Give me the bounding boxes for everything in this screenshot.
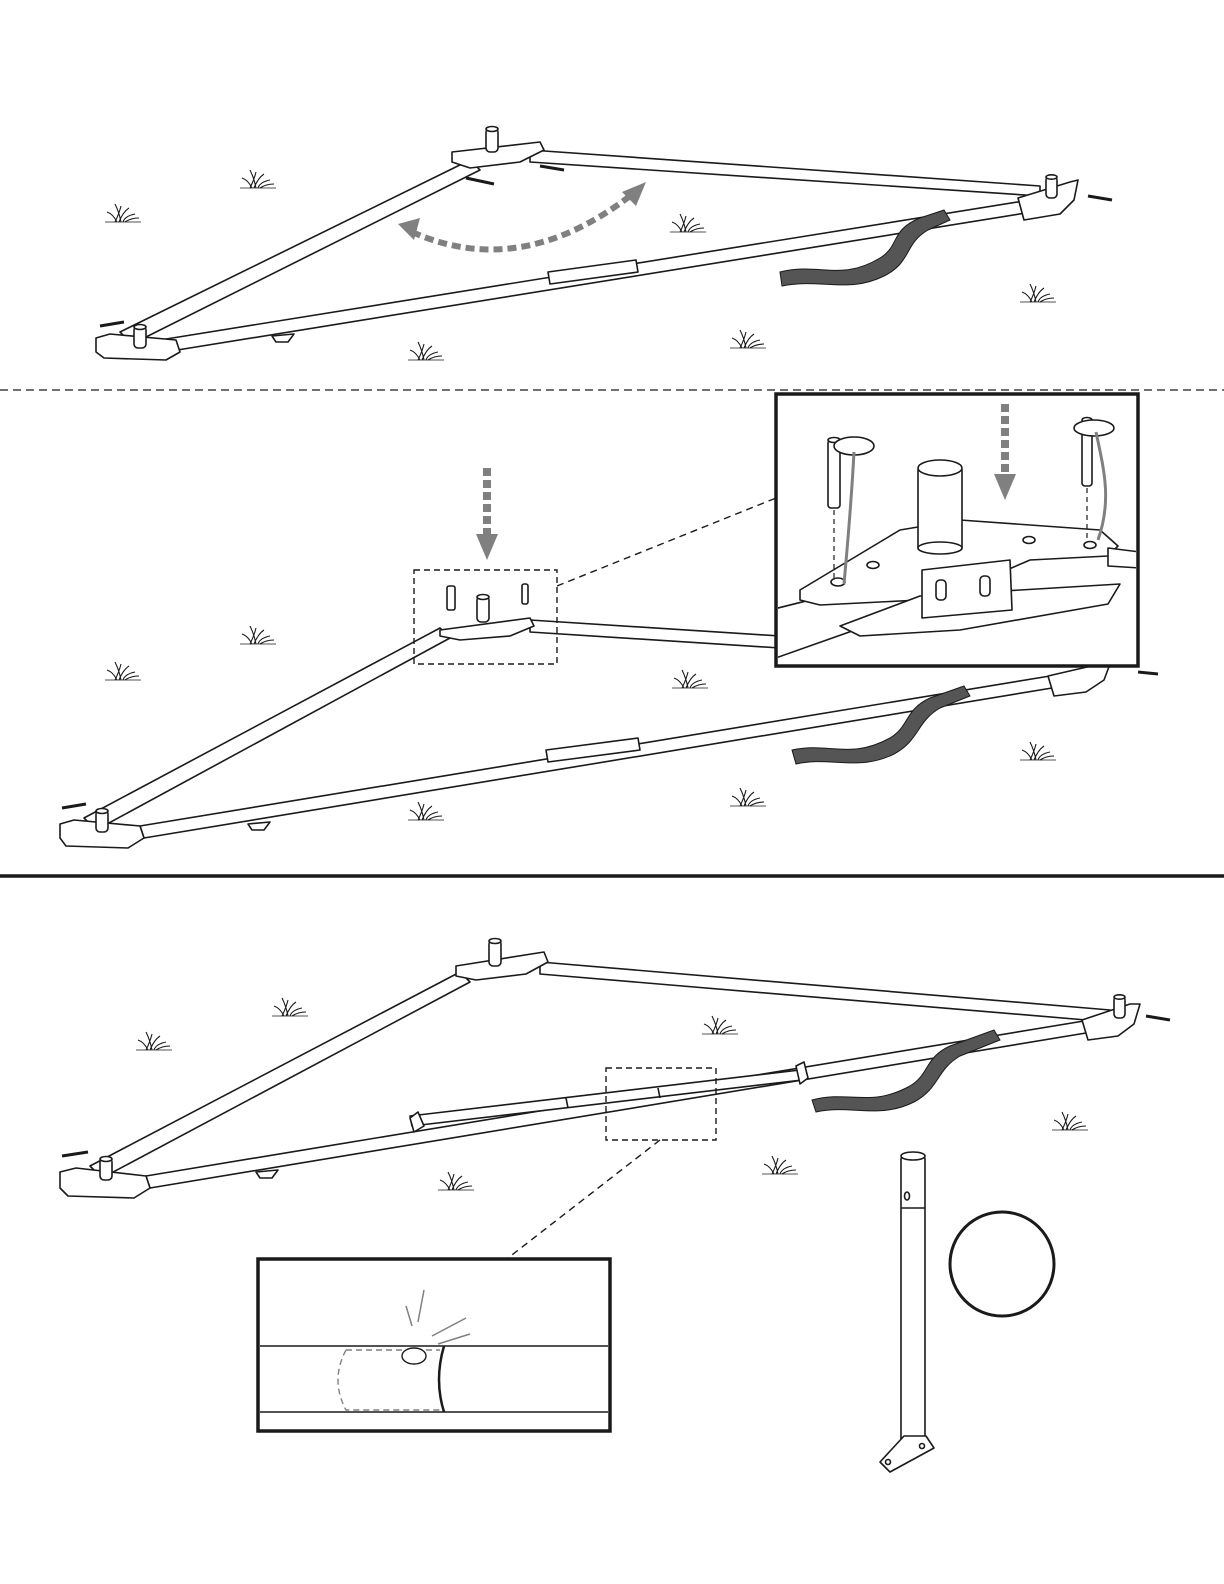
grass-tuft-icon xyxy=(670,214,706,232)
grass-tuft-icon xyxy=(672,670,708,688)
grass-tuft-icon xyxy=(105,662,141,680)
grass-tuft-icon xyxy=(730,330,766,348)
step-insert-locking-pins xyxy=(60,394,1158,848)
grass-tuft-icon xyxy=(1052,1112,1088,1130)
grass-tuft-icon xyxy=(240,626,276,644)
base-frame xyxy=(60,939,1140,1199)
grass-tuft-icon xyxy=(1020,284,1056,302)
grass-tuft-icon xyxy=(105,204,141,222)
pin-insertion-detail xyxy=(770,394,1140,666)
base-frame xyxy=(96,127,1078,361)
step-extend-tube-click xyxy=(60,939,1170,1473)
grass-tuft-icon xyxy=(702,1016,738,1034)
snap-button-icon xyxy=(402,1348,426,1364)
grass-tuft-icon xyxy=(438,1172,474,1190)
grass-tuft-icon xyxy=(240,170,276,188)
round-ring-part-icon xyxy=(950,1212,1054,1316)
callout-leader-line xyxy=(557,498,776,586)
down-arrow-icon xyxy=(476,468,498,560)
grass-tuft-icon xyxy=(408,342,444,360)
grass-tuft-icon xyxy=(730,788,766,806)
grass-tuft-icon xyxy=(1020,742,1056,760)
upright-post-icon xyxy=(880,1152,934,1472)
grass-tuft-icon xyxy=(408,802,444,820)
grass-tuft-icon xyxy=(272,998,308,1016)
snap-button-detail xyxy=(258,1259,610,1431)
grass-tuft-icon xyxy=(136,1032,172,1050)
grass-tuft-icon xyxy=(762,1156,798,1174)
callout-leader-line xyxy=(508,1140,660,1258)
step-rotate-base-frame xyxy=(96,127,1112,361)
